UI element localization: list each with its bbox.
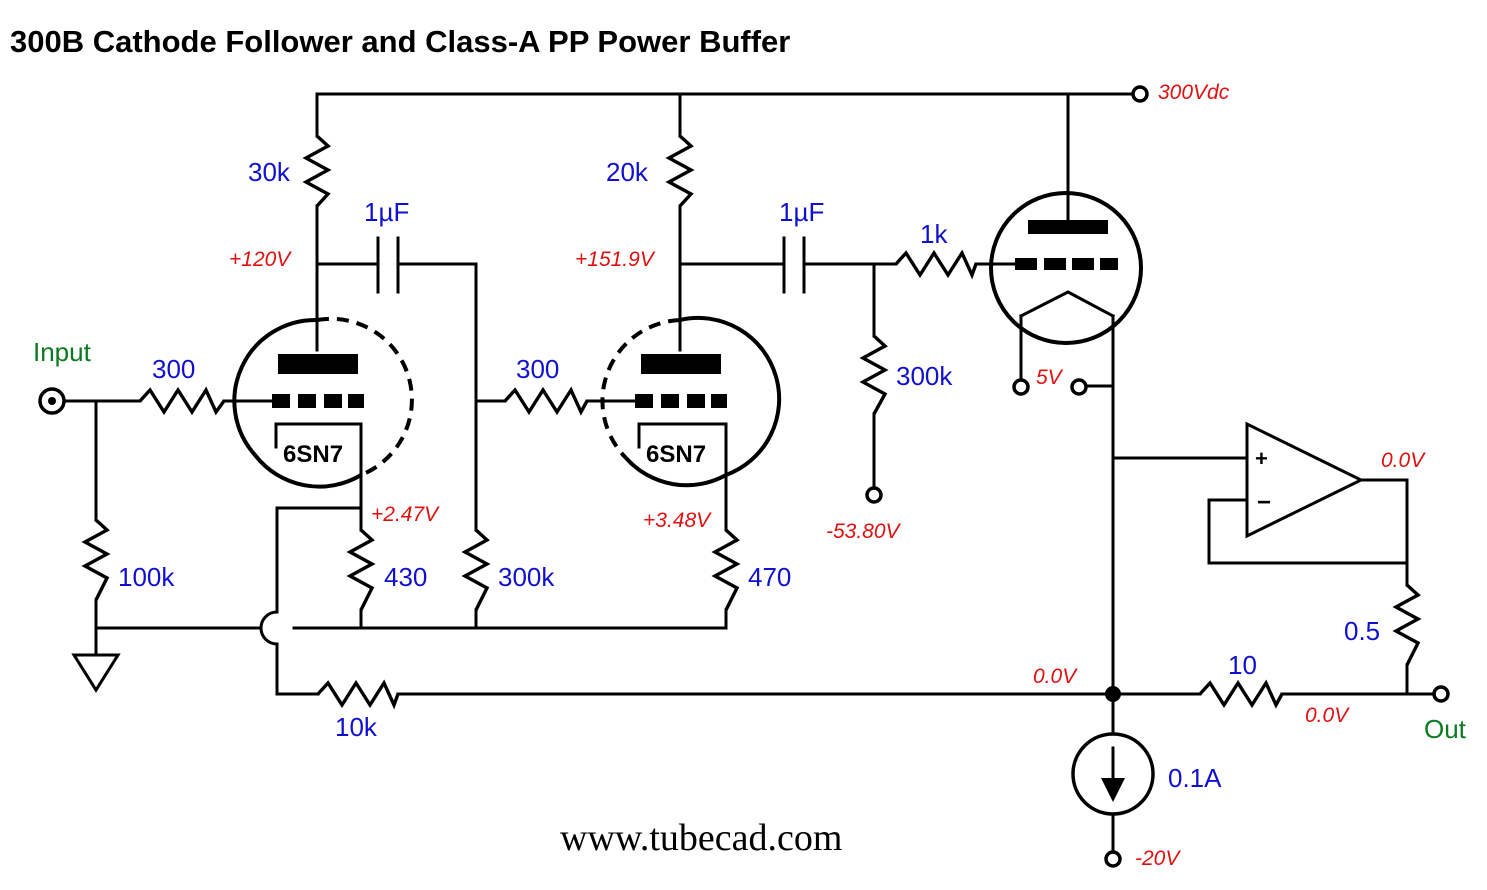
resistor-300-stage1: [138, 386, 226, 416]
label-300-stage2: 300: [516, 354, 559, 384]
bias-terminal: [865, 486, 883, 504]
resistors: [81, 134, 1422, 710]
label-tube1: 6SN7: [283, 441, 343, 468]
supply-terminal: [1131, 85, 1149, 103]
opamp: + −: [1245, 421, 1365, 539]
resistor-10k: [316, 679, 400, 710]
voltage-supply: 300Vdc: [1158, 81, 1230, 104]
label-10k: 10k: [335, 712, 378, 742]
svg-text:+: +: [1255, 446, 1268, 471]
voltage-output: 0.0V: [1305, 704, 1350, 727]
voltage-plate1: +120V: [229, 248, 292, 271]
resistor-300k-bias: [859, 334, 889, 415]
terminals: [38, 85, 1450, 868]
resistor-0.5: [1392, 583, 1422, 666]
label-cap1: 1µF: [364, 197, 409, 227]
svg-text:−: −: [1257, 489, 1271, 516]
resistor-100k: [81, 518, 111, 601]
resistor-300-stage2: [503, 386, 589, 416]
voltage-plate2: +151.9V: [575, 248, 656, 271]
voltage-cathode1: +2.47V: [371, 503, 440, 526]
label-20k: 20k: [606, 157, 649, 187]
label-430: 430: [384, 562, 427, 592]
resistor-430: [346, 528, 376, 611]
website-url: www.tubecad.com: [560, 817, 842, 859]
voltage-filament: 5V: [1036, 366, 1064, 389]
resistor-300k-leak: [461, 528, 491, 611]
filament-terminal-left: [1012, 378, 1030, 396]
label-0.5: 0.5: [1344, 616, 1380, 646]
resistor-10: [1198, 679, 1284, 709]
junction-dot: [1105, 686, 1121, 702]
negative-supply-terminal: [1104, 850, 1122, 868]
diagram-title: 300B Cathode Follower and Class-A PP Pow…: [10, 24, 790, 59]
wiring: [58, 92, 1436, 854]
voltage-cathode2: +3.48V: [643, 509, 712, 532]
resistor-30k: [302, 134, 332, 208]
label-cap2: 1µF: [779, 197, 824, 227]
voltage-opamp-out: 0.0V: [1381, 449, 1426, 472]
resistor-1k: [894, 249, 978, 280]
label-10: 10: [1228, 650, 1257, 680]
output-terminal: [1432, 685, 1450, 703]
tube-300b: [989, 191, 1143, 345]
resistor-20k: [665, 134, 695, 208]
capacitors: [376, 236, 806, 294]
voltage-negative-supply: -20V: [1135, 847, 1181, 870]
tube-6sn7-stage1: [232, 316, 414, 489]
ground-symbol: [71, 653, 121, 693]
label-300-stage1: 300: [152, 354, 195, 384]
label-470: 470: [748, 562, 791, 592]
label-tube2: 6SN7: [646, 441, 706, 468]
label-300k-bias: 300k: [896, 361, 953, 391]
label-current-source: 0.1A: [1168, 763, 1222, 793]
current-source: [1071, 732, 1155, 816]
resistor-470: [711, 528, 741, 611]
label-100k: 100k: [118, 562, 175, 592]
label-output: Out: [1424, 714, 1467, 744]
voltage-bias: -53.80V: [826, 520, 902, 543]
filament-terminal-right: [1070, 378, 1088, 396]
label-300k-leak: 300k: [498, 562, 555, 592]
label-1k: 1k: [920, 219, 948, 249]
label-30k: 30k: [248, 157, 291, 187]
voltage-cathode-300b: 0.0V: [1033, 665, 1078, 688]
tube-6sn7-stage2: [600, 316, 782, 488]
label-input: Input: [33, 337, 92, 367]
